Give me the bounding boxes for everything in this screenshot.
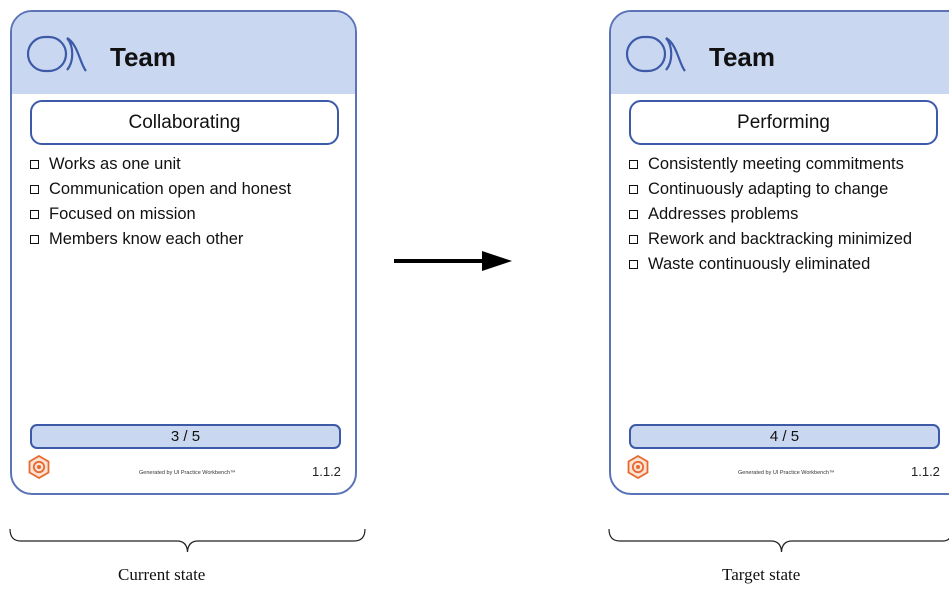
progress-indicator: 3 / 5 — [30, 424, 341, 449]
checkbox-icon — [30, 160, 39, 169]
brace-icon — [9, 528, 366, 553]
checklist-item: Communication open and honest — [30, 179, 351, 200]
gear-icon — [28, 455, 50, 479]
state-name: Performing — [629, 100, 938, 145]
checklist-item: Continuously adapting to change — [629, 179, 949, 200]
checklist-item: Members know each other — [30, 229, 351, 250]
generated-by-text: Generated by UI Practice Workbench™ — [738, 470, 835, 476]
checklist-item: Waste continuously eliminated — [629, 254, 949, 275]
checkbox-icon — [629, 210, 638, 219]
card-header: Team — [611, 12, 949, 94]
checkbox-icon — [629, 160, 638, 169]
alpha-icon — [625, 35, 686, 73]
alpha-icon — [26, 35, 87, 73]
checkbox-icon — [30, 185, 39, 194]
state-name: Collaborating — [30, 100, 339, 145]
card-title: Team — [110, 42, 176, 72]
brace-icon — [608, 528, 949, 553]
version-number: 1.1.2 — [312, 464, 341, 479]
progress-indicator: 4 / 5 — [629, 424, 940, 449]
card-title: Team — [709, 42, 775, 72]
checkbox-icon — [30, 210, 39, 219]
checklist-item: Consistently meeting commitments — [629, 154, 949, 175]
checkbox-icon — [629, 185, 638, 194]
arrow-right-icon — [394, 251, 512, 271]
checklist-item: Addresses problems — [629, 204, 949, 225]
checklist-item: Works as one unit — [30, 154, 351, 175]
target-state-card: Team Performing Consistently meeting com… — [609, 10, 949, 495]
checkbox-icon — [629, 260, 638, 269]
caption-current-state: Current state — [118, 565, 206, 584]
generated-by-text: Generated by UI Practice Workbench™ — [139, 470, 236, 476]
checklist: Consistently meeting commitments Continu… — [629, 154, 949, 279]
card-header: Team — [12, 12, 355, 94]
checklist-item: Focused on mission — [30, 204, 351, 225]
gear-icon — [627, 455, 649, 479]
caption-target-state: Target state — [722, 565, 801, 584]
version-number: 1.1.2 — [911, 464, 940, 479]
checkbox-icon — [30, 235, 39, 244]
current-state-card: Team Collaborating Works as one unit Com… — [10, 10, 357, 495]
checklist-item: Rework and backtracking minimized — [629, 229, 938, 250]
checkbox-icon — [629, 235, 638, 244]
checklist: Works as one unit Communication open and… — [30, 154, 351, 254]
